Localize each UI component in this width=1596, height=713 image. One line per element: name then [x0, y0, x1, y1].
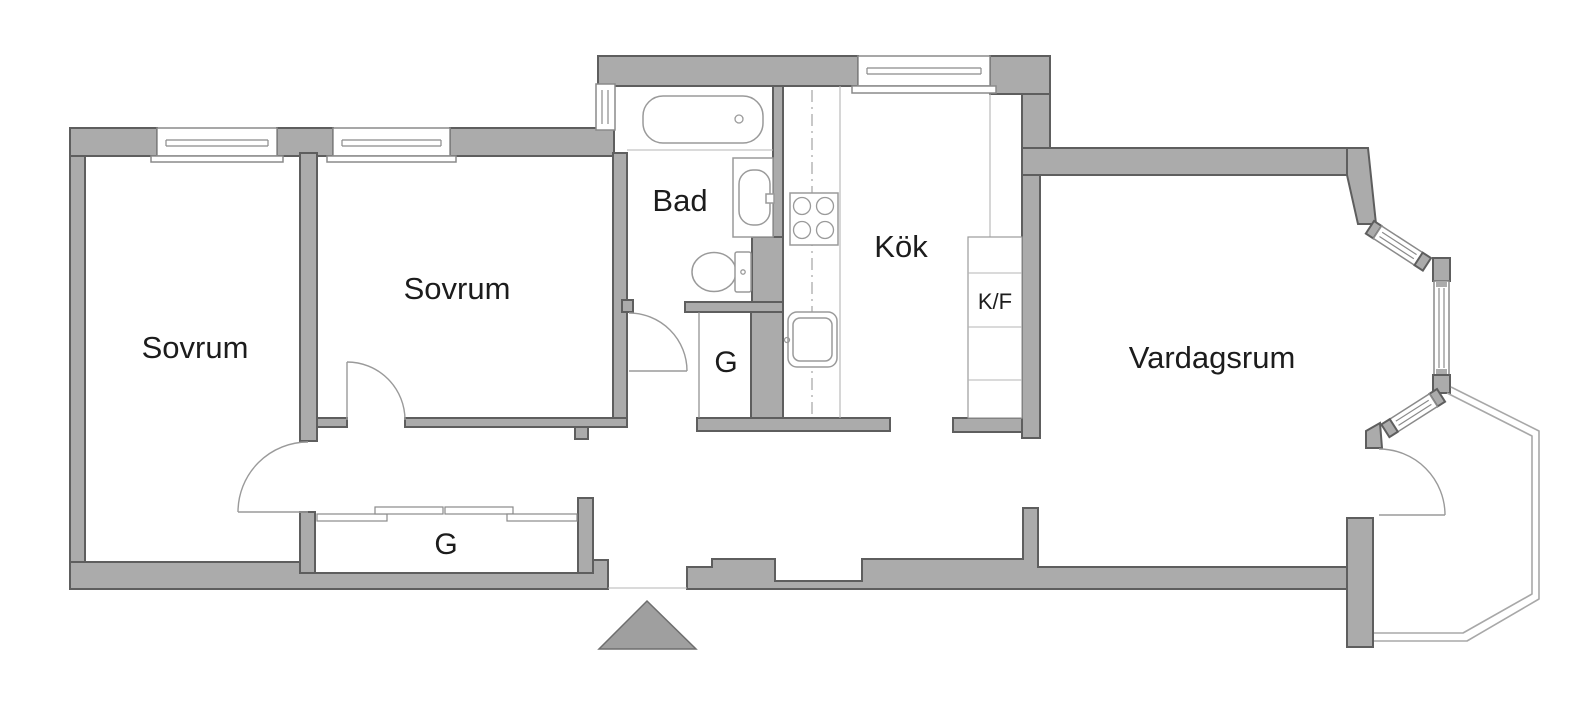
- wall-partition-bedrooms: [299, 152, 318, 442]
- entrance: [597, 587, 698, 650]
- bathroom-fixtures: [627, 95, 775, 418]
- wall-top-kitchen-corner: [989, 55, 1051, 95]
- wall-top-bath-kitchen: [597, 55, 859, 87]
- wall-bedroom1-right-lower: [299, 511, 316, 574]
- wall-kitchen-corner-vertical: [1021, 93, 1051, 151]
- windows: [150, 55, 1451, 449]
- window-bay-upper: [1364, 219, 1433, 272]
- wall-bathroom-door-notch: [621, 299, 634, 313]
- bathtub-icon: [627, 95, 773, 151]
- wall-bay-top-diagonal: [1346, 147, 1378, 225]
- wall-top-bedrooms-2: [276, 127, 334, 157]
- wall-balcony-post: [1346, 517, 1374, 648]
- wall-hallcloset-right: [577, 497, 594, 574]
- wall-kitchen-bottom-left: [696, 417, 891, 432]
- room-labels: Sovrum Sovrum Bad Kök K/F G G Vardagsrum: [142, 183, 1296, 561]
- label-bedroom1: Sovrum: [142, 330, 249, 365]
- label-kitchen: Kök: [874, 229, 928, 264]
- wall-bathroom-south: [684, 301, 784, 313]
- window-bathroom: [595, 83, 616, 131]
- label-living-room: Vardagsrum: [1129, 340, 1296, 375]
- window-bedroom1: [150, 127, 284, 163]
- door-bedroom2: [346, 361, 406, 421]
- window-bay-middle: [1433, 280, 1450, 376]
- door-bedroom1: [237, 441, 309, 513]
- label-bathroom-closet: G: [714, 346, 737, 379]
- door-bathroom: [628, 312, 688, 372]
- walls: [69, 55, 1378, 648]
- sliding-closet-doors: [316, 506, 578, 522]
- wall-left-exterior: [69, 127, 86, 590]
- wall-bedroom2-bottom-left: [316, 417, 348, 428]
- wall-bathroom-left: [612, 152, 628, 419]
- window-kitchen: [851, 55, 997, 94]
- door-balcony: [1378, 448, 1446, 516]
- wall-bathroom-shaft: [751, 236, 784, 304]
- wall-top-bedrooms-1: [69, 127, 158, 157]
- stove-icon: [789, 192, 839, 246]
- label-hall-closet: G: [434, 528, 457, 561]
- wall-kitchen-livingroom: [1021, 174, 1041, 439]
- wall-top-bedrooms-3: [449, 127, 615, 157]
- wall-bay-block-upper: [1432, 257, 1451, 282]
- doors: [237, 312, 1446, 516]
- wall-bedroom2-bottom-right: [404, 417, 628, 428]
- entrance-arrow-icon: [597, 599, 698, 650]
- wall-bay-block-door: [1365, 421, 1384, 449]
- label-fridge-freezer: K/F: [978, 289, 1012, 314]
- window-bay-lower: [1379, 387, 1447, 439]
- kitchen-sink-icon: [783, 311, 838, 368]
- wall-top-livingroom: [1021, 147, 1353, 176]
- fridge-freezer-cabinets: [967, 236, 1023, 419]
- bathroom-sink-icon: [732, 157, 775, 238]
- wall-tab-hall: [574, 426, 589, 440]
- wall-bathcloset-right: [750, 311, 784, 419]
- balcony-outline: [1374, 386, 1540, 642]
- toilet-icon: [691, 251, 752, 293]
- label-bedroom2: Sovrum: [404, 271, 511, 306]
- window-bedroom2: [326, 127, 457, 163]
- label-bathroom: Bad: [652, 183, 707, 218]
- wall-kitchen-bottom-right: [952, 417, 1023, 433]
- wall-bathroom-counter: [772, 85, 784, 238]
- kitchen-fixtures: [783, 86, 1023, 419]
